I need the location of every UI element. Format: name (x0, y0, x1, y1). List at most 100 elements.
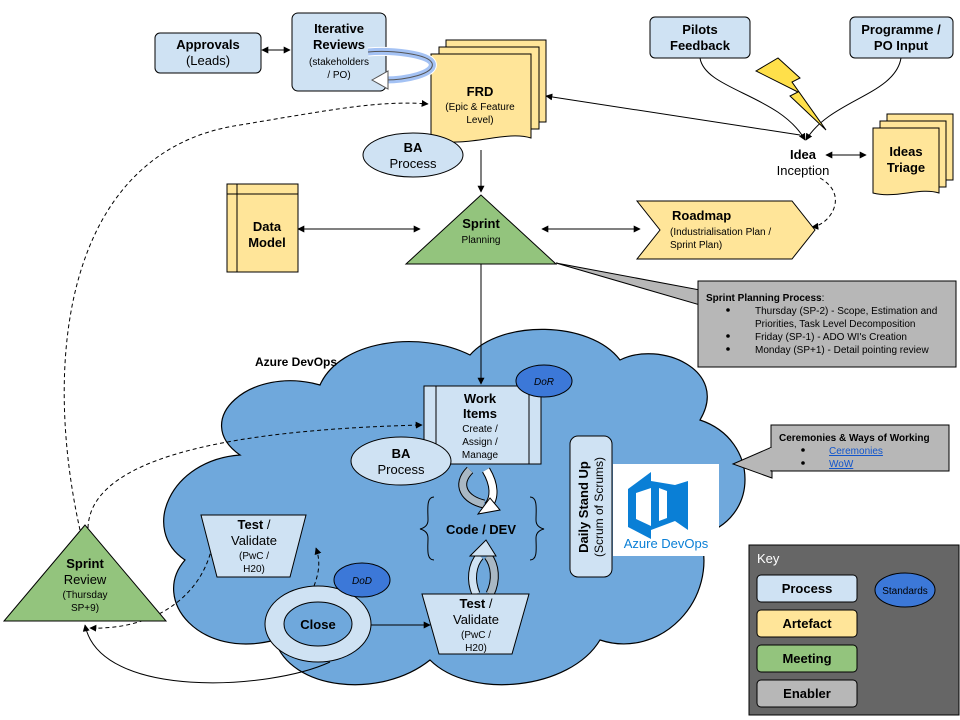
programme-po-input-line2: PO Input (874, 38, 929, 53)
programme-po-input-box: Programme / PO Input (849, 16, 954, 59)
ceremonies-title: Ceremonies & Ways of Working (779, 433, 930, 444)
legend-title: Key (757, 551, 780, 566)
code-dev: Code / DEV (419, 496, 545, 561)
sprint-planning-line2: Planning (462, 235, 501, 246)
dev-loop-arrow-bottom (468, 539, 499, 597)
legend-artefact: Artefact (782, 616, 832, 631)
close-node: Close (264, 585, 372, 663)
sprint-review-line2: Review (64, 572, 107, 587)
test-validate-left: Test / Validate (PwC / H20) (200, 514, 307, 578)
test-right-line2: Validate (453, 612, 499, 627)
sprint-planning-process-callout: Sprint Planning Process: Thursday (SP-2)… (555, 262, 957, 368)
roadmap-chevron: Roadmap (Industrialisation Plan / Sprint… (635, 200, 816, 260)
spp-item-1-cont: Priorities, Task Level Decomposition (755, 319, 915, 330)
ceremonies-callout: Ceremonies & Ways of Working Ceremonies … (731, 424, 950, 479)
azure-devops-logo-text: Azure DevOps (624, 536, 709, 551)
roadmap-sub-2: Sprint Plan) (670, 240, 722, 251)
iteration-loop-arrow (367, 47, 437, 90)
ba-process-mid: BA Process (350, 436, 452, 486)
wow-link[interactable]: WoW (829, 459, 854, 470)
sprint-planning-triangle: Sprint Planning (404, 194, 558, 265)
azure-devops-icon (628, 472, 688, 539)
data-model-line1: Data (253, 219, 282, 234)
connectors (82, 46, 902, 684)
test-left-sub-2: H20) (243, 564, 265, 575)
iterative-reviews-sub-1: (stakeholders (309, 57, 369, 68)
test-right-sub-2: H20) (465, 643, 487, 654)
ideas-triage-line2: Triage (887, 160, 925, 175)
code-dev-label: Code / DEV (446, 522, 516, 537)
frd-title: FRD (467, 84, 494, 99)
pilots-feedback-line2: Feedback (670, 38, 731, 53)
pilots-feedback-line1: Pilots (682, 22, 717, 37)
programme-po-input-line1: Programme / (861, 22, 941, 37)
ba-process-mid-line1: BA (392, 446, 411, 461)
test-right-sub-1: (PwC / (461, 630, 491, 641)
work-items-box: Work Items Create / Assign / Manage (423, 385, 542, 465)
data-model-line2: Model (248, 235, 286, 250)
daily-standup-line2: (Scrum of Scrums) (592, 457, 606, 557)
azure-devops-logo: Azure DevOps (613, 464, 719, 556)
test-right-line1: Test / (460, 596, 493, 611)
sprint-review-line1: Sprint (66, 556, 104, 571)
test-left-line2: Validate (231, 533, 277, 548)
legend-standards: Standards (882, 586, 928, 597)
pilots-feedback-box: Pilots Feedback (649, 16, 751, 59)
test-validate-right: Test / Validate (PwC / H20) (421, 593, 530, 655)
sprint-review-sub-1: (Thursday (62, 590, 107, 601)
dashed-connectors (63, 99, 836, 632)
roadmap-sub-1: (Industrialisation Plan / (670, 227, 771, 238)
ceremonies-link[interactable]: Ceremonies (829, 446, 883, 457)
idea-inception-line2: Inception (777, 163, 830, 178)
approvals-sub: (Leads) (186, 53, 230, 68)
dod-label: DoD (352, 576, 372, 587)
roadmap-title: Roadmap (672, 208, 731, 223)
legend-meeting: Meeting (782, 651, 831, 666)
iterative-reviews-box: Iterative Reviews (stakeholders / PO) (291, 12, 387, 92)
ba-process-top-line2: Process (390, 156, 437, 171)
work-items-line2: Items (463, 406, 497, 421)
dev-loop-arrow-top (458, 466, 501, 515)
idea-inception: Idea Inception (777, 147, 830, 178)
legend: Key Process Artefact Meeting Enabler Sta… (748, 544, 960, 716)
spp-item-2: Friday (SP-1) - ADO WI's Creation (755, 332, 907, 343)
idea-inception-line1: Idea (790, 147, 817, 162)
ba-process-top: BA Process (362, 132, 464, 178)
approvals-box: Approvals (Leads) (154, 32, 262, 74)
approvals-title: Approvals (176, 37, 240, 52)
work-items-sub-1: Create / (462, 424, 498, 435)
work-items-sub-2: Assign / (462, 437, 498, 448)
iterative-reviews-title-1: Iterative (314, 21, 364, 36)
frd-sub-2: Level) (466, 115, 493, 126)
dor-standard: DoR (515, 364, 573, 398)
dor-label: DoR (534, 377, 554, 388)
daily-standup-line1: Daily Stand Up (576, 461, 591, 553)
spp-title: Sprint Planning Process: (706, 293, 824, 304)
sprint-review-sub-2: SP+9) (71, 603, 99, 614)
close-label: Close (300, 617, 335, 632)
frd-sub-1: (Epic & Feature (445, 102, 515, 113)
frd-document-stack: FRD (Epic & Feature Level) (430, 39, 547, 143)
ideas-triage-line1: Ideas (889, 144, 922, 159)
iterative-reviews-sub-2: / PO) (327, 70, 350, 81)
legend-process: Process (782, 581, 833, 596)
ideas-triage-stack: Ideas Triage (872, 113, 954, 196)
lightning-bolt-icon (754, 57, 827, 131)
sprint-review-triangle: Sprint Review (Thursday SP+9) (2, 524, 168, 622)
spp-item-3: Monday (SP+1) - Detail pointing review (755, 345, 929, 356)
dod-standard: DoD (333, 562, 391, 598)
daily-standup-box: Daily Stand Up (Scrum of Scrums) (569, 435, 613, 578)
work-items-line1: Work (464, 391, 497, 406)
azure-devops-label: Azure DevOps (255, 355, 337, 369)
ba-process-top-line1: BA (404, 140, 423, 155)
legend-enabler: Enabler (783, 686, 831, 701)
test-left-line1: Test / (238, 517, 271, 532)
iterative-reviews-title-2: Reviews (313, 37, 365, 52)
ba-process-mid-line2: Process (378, 462, 425, 477)
test-left-sub-1: (PwC / (239, 551, 269, 562)
data-model-box: Data Model (226, 183, 299, 273)
work-items-sub-3: Manage (462, 450, 499, 461)
spp-item-1: Thursday (SP-2) - Scope, Estimation and (755, 306, 937, 317)
sprint-planning-line1: Sprint (462, 216, 500, 231)
